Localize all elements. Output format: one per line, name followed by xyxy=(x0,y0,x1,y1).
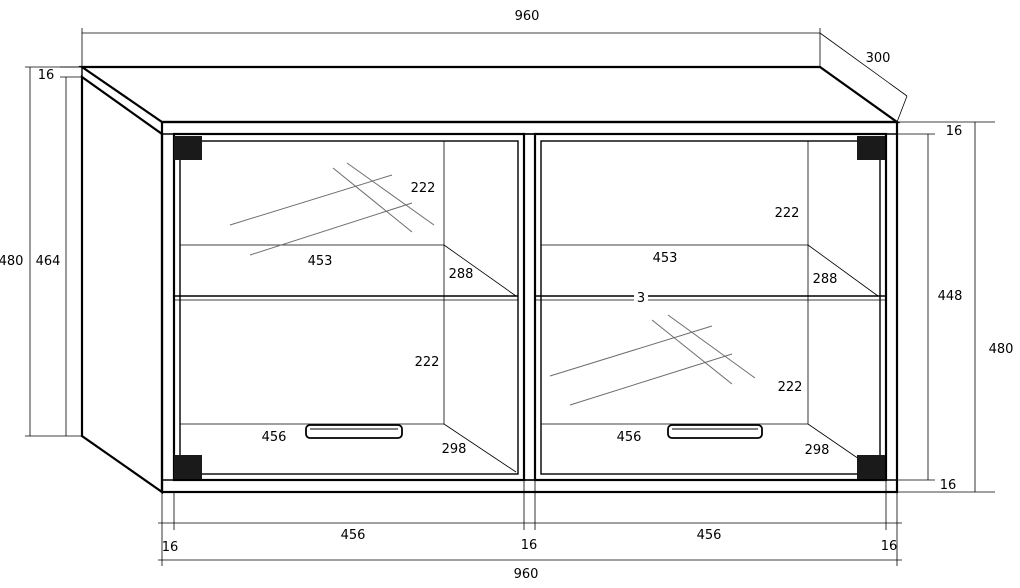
left-bottom-corner-block xyxy=(174,455,202,479)
left-shelf-width: 453 xyxy=(308,254,333,269)
dim-left-side-height: 464 xyxy=(36,254,61,269)
right-upper-height: 222 xyxy=(775,206,800,221)
left-bottom-depth: 298 xyxy=(442,442,467,457)
right-glass-reflection xyxy=(569,353,733,406)
left-bottom-slant xyxy=(443,423,517,473)
right-glass-reflection xyxy=(667,314,756,379)
right-door-handle[interactable] xyxy=(667,424,763,439)
left-door-handle[interactable] xyxy=(305,424,403,439)
right-bottom-corner-block xyxy=(857,455,885,479)
right-door xyxy=(533,132,888,482)
dim-left-total-height: 480 xyxy=(0,254,23,269)
left-door-frame-inner xyxy=(179,140,519,475)
front-frame-outer xyxy=(160,120,899,494)
dim-bottom-right-door: 456 xyxy=(697,528,722,543)
left-door xyxy=(172,132,526,482)
right-shelf-depth: 288 xyxy=(813,272,838,287)
dimension-labels: 960 300 16 480 464 16 448 480 16 16 456 … xyxy=(0,9,1013,582)
dim-right-total-height: 480 xyxy=(989,342,1014,357)
left-side-panel xyxy=(80,74,164,495)
left-upper-height: 222 xyxy=(411,181,436,196)
left-top-corner-block xyxy=(174,136,202,160)
dim-right-bottom-thickness: 16 xyxy=(940,478,957,493)
left-door-frame-outer xyxy=(172,132,526,482)
dimension-lines xyxy=(25,28,995,566)
left-glass-reflection xyxy=(332,167,413,233)
left-shelf-depth: 288 xyxy=(449,267,474,282)
dim-bottom-left-side: 16 xyxy=(162,540,179,555)
cabinet-body xyxy=(78,65,901,495)
dim-bottom-left-door: 456 xyxy=(341,528,366,543)
right-shelf-width: 453 xyxy=(653,251,678,266)
dim-bottom-total-width: 960 xyxy=(514,567,539,582)
dim-top-width: 960 xyxy=(515,9,540,24)
dim-right-top-thickness: 16 xyxy=(946,124,963,139)
top-panel xyxy=(78,65,901,124)
right-door-frame-inner xyxy=(540,140,881,475)
right-glass-reflection xyxy=(651,319,733,385)
dim-right-inner-height: 448 xyxy=(938,289,963,304)
left-lower-height: 222 xyxy=(415,355,440,370)
right-top-corner-block xyxy=(857,136,885,160)
left-shelf-slant xyxy=(443,244,517,297)
left-glass-reflection xyxy=(229,174,393,226)
dim-top-thickness-left: 16 xyxy=(38,68,55,83)
left-glass-reflection xyxy=(346,162,435,226)
left-glass-reflection xyxy=(249,202,413,256)
dim-bottom-middle-gap: 16 xyxy=(521,538,538,553)
right-door-frame-outer xyxy=(533,132,888,482)
right-lower-height: 222 xyxy=(778,380,803,395)
front-frame-inner xyxy=(173,133,887,481)
left-bottom-width: 456 xyxy=(262,430,287,445)
dim-bottom-right-side: 16 xyxy=(881,539,898,554)
right-bottom-width: 456 xyxy=(617,430,642,445)
right-bottom-depth: 298 xyxy=(805,443,830,458)
right-glass-reflection xyxy=(549,325,713,377)
right-shelf-slant xyxy=(807,244,879,297)
dim-top-depth: 300 xyxy=(866,51,891,66)
right-shelf-thickness: 3 xyxy=(637,291,645,306)
